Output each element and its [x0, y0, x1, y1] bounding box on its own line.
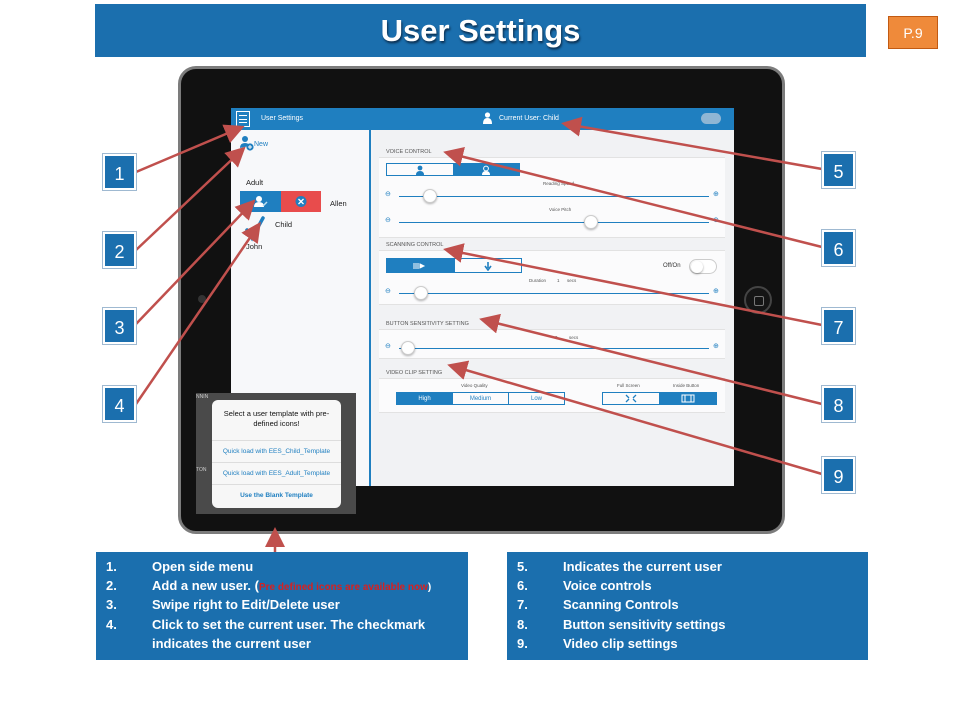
expand-icon [625, 394, 637, 403]
edit-user-icon [254, 196, 268, 207]
voice-pitch-label: Voice Pitch [549, 207, 572, 212]
settings-main: VOICE CONTROL Reading Speed ⊖ ⊕ Voice Pi… [373, 130, 734, 486]
arrow-5 [561, 116, 823, 171]
callout-8: 8 [822, 386, 855, 422]
reading-speed-knob[interactable] [423, 189, 437, 203]
voice-pitch-knob[interactable] [584, 215, 599, 229]
fast-forward-icon [413, 262, 426, 269]
voice-mode-record-option[interactable] [452, 164, 519, 175]
person-icon [415, 165, 424, 175]
duration-slider[interactable] [399, 286, 709, 300]
voice-control-heading: VOICE CONTROL [386, 149, 432, 155]
notes-right: 5.Indicates the current user 6.Voice con… [507, 552, 868, 660]
arrow-7 [443, 243, 823, 327]
scan-toggle-switch[interactable] [689, 259, 717, 274]
notes-left: 1.Open side menu 2.Add a new user. (Pre … [96, 552, 468, 660]
background-fragment-1: NNIN [196, 394, 209, 400]
quality-low-option[interactable]: Low [508, 393, 564, 404]
video-clip-heading: VIDEO CLIP SETTING [386, 370, 443, 376]
user-list-item-allen[interactable]: Allen [330, 199, 347, 208]
callout-2: 2 [103, 232, 136, 268]
callout-1: 1 [103, 154, 136, 190]
callout-5: 5 [822, 152, 855, 188]
template-popup: Select a user template with pre-defined … [212, 400, 341, 508]
scanning-control-panel: Off/On Duration 1 secs ⊖ ⊕ [379, 250, 725, 305]
delete-user-button[interactable] [281, 191, 321, 212]
new-user-button[interactable]: New [254, 141, 269, 148]
adult-template-option[interactable]: Quick load with EES_Adult_Template [212, 462, 341, 484]
callout-4: 4 [103, 386, 136, 422]
voice-pitch-slider[interactable] [399, 215, 709, 229]
sensitivity-minus-icon[interactable]: ⊖ [385, 343, 391, 350]
quality-medium-option[interactable]: Medium [452, 393, 508, 404]
user-list-item-adult[interactable]: Adult [246, 178, 264, 187]
page-number-badge: P.9 [888, 16, 938, 49]
video-quality-label: Video Quality [461, 383, 488, 388]
popup-title: Select a user template with pre-defined … [223, 409, 330, 428]
arrow-8 [479, 313, 823, 406]
current-user-label: Current User: Child [499, 115, 559, 122]
reading-speed-label: Reading Speed [543, 181, 575, 186]
full-screen-label: Full Screen [617, 383, 640, 388]
slide-title: User Settings [95, 4, 866, 57]
video-display-segment[interactable] [602, 392, 717, 405]
inside-button-label: Inside Button [673, 383, 700, 388]
note-2-highlight: Pre defined icons are available now [258, 582, 428, 593]
quality-high-option[interactable]: High [397, 393, 452, 404]
pitch-minus-icon[interactable]: ⊖ [385, 217, 391, 224]
background-fragment-2: TON [196, 467, 207, 473]
callout-7: 7 [822, 308, 855, 344]
cloud-icon[interactable] [701, 113, 721, 124]
user-icon [483, 112, 492, 124]
sensitivity-plus-icon[interactable]: ⊕ [713, 343, 719, 350]
speed-minus-icon[interactable]: ⊖ [385, 191, 391, 198]
duration-unit: secs [567, 278, 577, 283]
app-top-title: User Settings [261, 115, 304, 122]
arrow-6 [443, 146, 823, 249]
voice-record-icon [482, 165, 491, 175]
arrow-9 [447, 360, 823, 476]
arrow-down-icon [484, 261, 492, 271]
reading-speed-slider[interactable] [399, 189, 709, 203]
blank-template-option[interactable]: Use the Blank Template [212, 484, 341, 506]
callout-9: 9 [822, 457, 855, 493]
user-list-item-john[interactable]: John [246, 242, 263, 251]
child-template-option[interactable]: Quick load with EES_Child_Template [212, 440, 341, 462]
duration-label: Duration [529, 278, 547, 283]
scanning-control-heading: SCANNING CONTROL [386, 242, 444, 248]
user-list-item-child[interactable]: Child [275, 220, 293, 229]
full-screen-option[interactable] [603, 393, 659, 404]
camera-dot [198, 295, 206, 303]
sensitivity-slider[interactable] [399, 341, 709, 355]
duration-value: 1 [557, 278, 560, 283]
arrow-2 [135, 146, 246, 251]
film-icon [681, 394, 695, 403]
speed-plus-icon[interactable]: ⊕ [713, 191, 719, 198]
delete-icon [295, 196, 307, 207]
duration-knob[interactable] [413, 286, 428, 300]
scan-toggle-label: Off/On [663, 263, 681, 269]
sensitivity-unit: secs [569, 335, 579, 340]
app-top-bar: User Settings Current User: Child [231, 108, 734, 130]
arrow-1 [135, 124, 245, 174]
inside-button-option[interactable] [659, 393, 716, 404]
button-sensitivity-panel: 0... secs ⊖ ⊕ [379, 329, 725, 359]
scan-mode-auto-option[interactable] [387, 259, 454, 272]
arrow-4 [134, 221, 261, 405]
callout-6: 6 [822, 230, 855, 266]
duration-minus-icon[interactable]: ⊖ [385, 288, 391, 295]
video-clip-panel: Video Quality High Medium Low Full Scree… [379, 378, 725, 413]
voice-control-panel: Reading Speed ⊖ ⊕ Voice Pitch ⊖ ⊕ [379, 157, 725, 238]
sensitivity-knob[interactable] [401, 341, 416, 355]
callout-3: 3 [103, 308, 136, 344]
scan-mode-step-option[interactable] [453, 259, 522, 272]
voice-mode-user-option[interactable] [387, 164, 453, 175]
arrow-3 [135, 199, 256, 325]
button-sensitivity-heading: BUTTON SENSITIVITY SETTING [386, 321, 469, 327]
duration-plus-icon[interactable]: ⊕ [713, 288, 719, 295]
